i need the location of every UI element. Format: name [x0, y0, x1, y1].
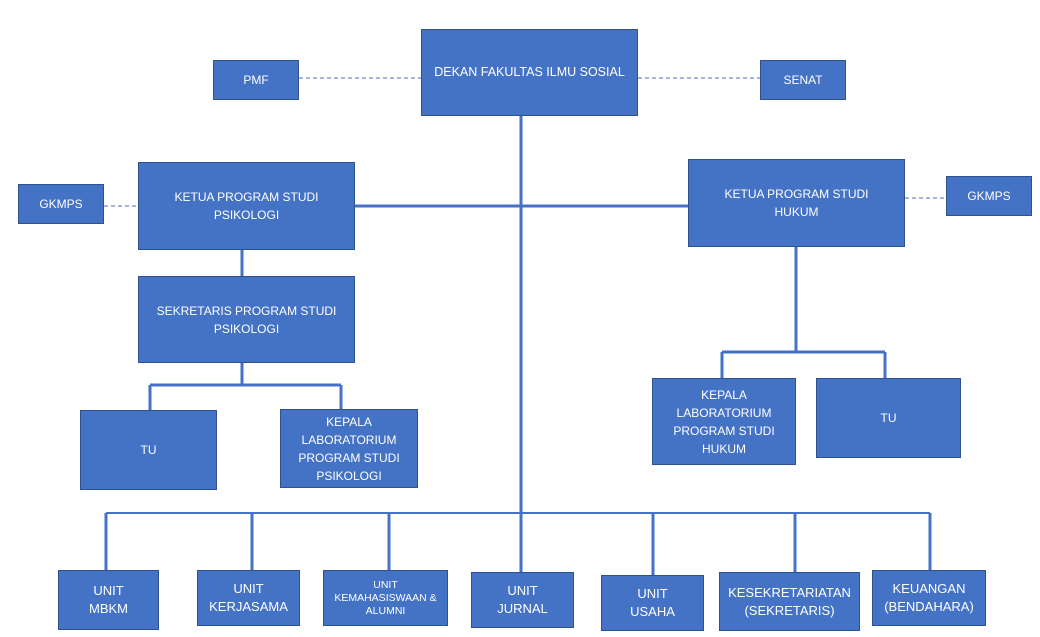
unit-usaha-box: UNIT USAHA	[601, 575, 704, 631]
senat-label: SENAT	[783, 73, 823, 87]
kalab-psikologi-box: KEPALA LABORATORIUM PROGRAM STUDI PSIKOL…	[280, 409, 418, 488]
tu-hukum-box: TU	[816, 378, 961, 458]
gkmps-right-box: GKMPS	[946, 176, 1032, 216]
unit-mbkm-box: UNIT MBKM	[58, 570, 159, 630]
gkmps-right-label: GKMPS	[967, 189, 1011, 203]
unit-jurnal-label: UNIT JURNAL	[497, 583, 548, 616]
unit-kemahasiswaan-label: UNIT KEMAHASISWAAN & ALUMNI	[334, 578, 437, 617]
unit-kerjasama-label: UNIT KERJASAMA	[209, 581, 288, 614]
pmf-box: PMF	[213, 60, 299, 100]
gkmps-left-box: GKMPS	[18, 184, 104, 224]
dean-box: DEKAN FAKULTAS ILMU SOSIAL	[421, 29, 638, 116]
unit-usaha-label: UNIT USAHA	[630, 586, 675, 619]
kesekretariatan-label: KESEKRETARIATAN (SEKRETARIS)	[728, 584, 851, 618]
keuangan-box: KEUANGAN (BENDAHARA)	[872, 570, 986, 626]
gkmps-left-label: GKMPS	[39, 197, 83, 211]
sekprodi-psikologi-label: SEKRETARIS PROGRAM STUDI PSIKOLOGI	[156, 303, 337, 336]
unit-jurnal-box: UNIT JURNAL	[471, 572, 574, 628]
sekprodi-psikologi-box: SEKRETARIS PROGRAM STUDI PSIKOLOGI	[138, 276, 355, 363]
tu-psikologi-box: TU	[80, 410, 217, 490]
senat-box: SENAT	[760, 60, 846, 100]
pmf-label: PMF	[243, 73, 269, 87]
unit-mbkm-label: UNIT MBKM	[89, 583, 128, 616]
tu-psikologi-label: TU	[140, 443, 157, 457]
kesekretariatan-box: KESEKRETARIATAN (SEKRETARIS)	[719, 572, 860, 631]
tu-hukum-label: TU	[880, 411, 897, 425]
kaprodi-psikologi-box: KETUA PROGRAM STUDI PSIKOLOGI	[138, 162, 355, 250]
kaprodi-hukum-box: KETUA PROGRAM STUDI HUKUM	[688, 159, 905, 247]
keuangan-label: KEUANGAN (BENDAHARA)	[884, 581, 974, 614]
unit-kerjasama-box: UNIT KERJASAMA	[197, 570, 300, 626]
kalab-hukum-box: KEPALA LABORATORIUM PROGRAM STUDI HUKUM	[652, 378, 796, 465]
kaprodi-psikologi-label: KETUA PROGRAM STUDI PSIKOLOGI	[174, 190, 319, 222]
kalab-psikologi-label: KEPALA LABORATORIUM PROGRAM STUDI PSIKOL…	[298, 414, 400, 483]
unit-kemahasiswaan-box: UNIT KEMAHASISWAAN & ALUMNI	[323, 570, 448, 626]
kalab-hukum-label: KEPALA LABORATORIUM PROGRAM STUDI HUKUM	[673, 387, 775, 456]
dean-label: DEKAN FAKULTAS ILMU SOSIAL	[434, 65, 625, 79]
kaprodi-hukum-label: KETUA PROGRAM STUDI HUKUM	[724, 187, 869, 219]
